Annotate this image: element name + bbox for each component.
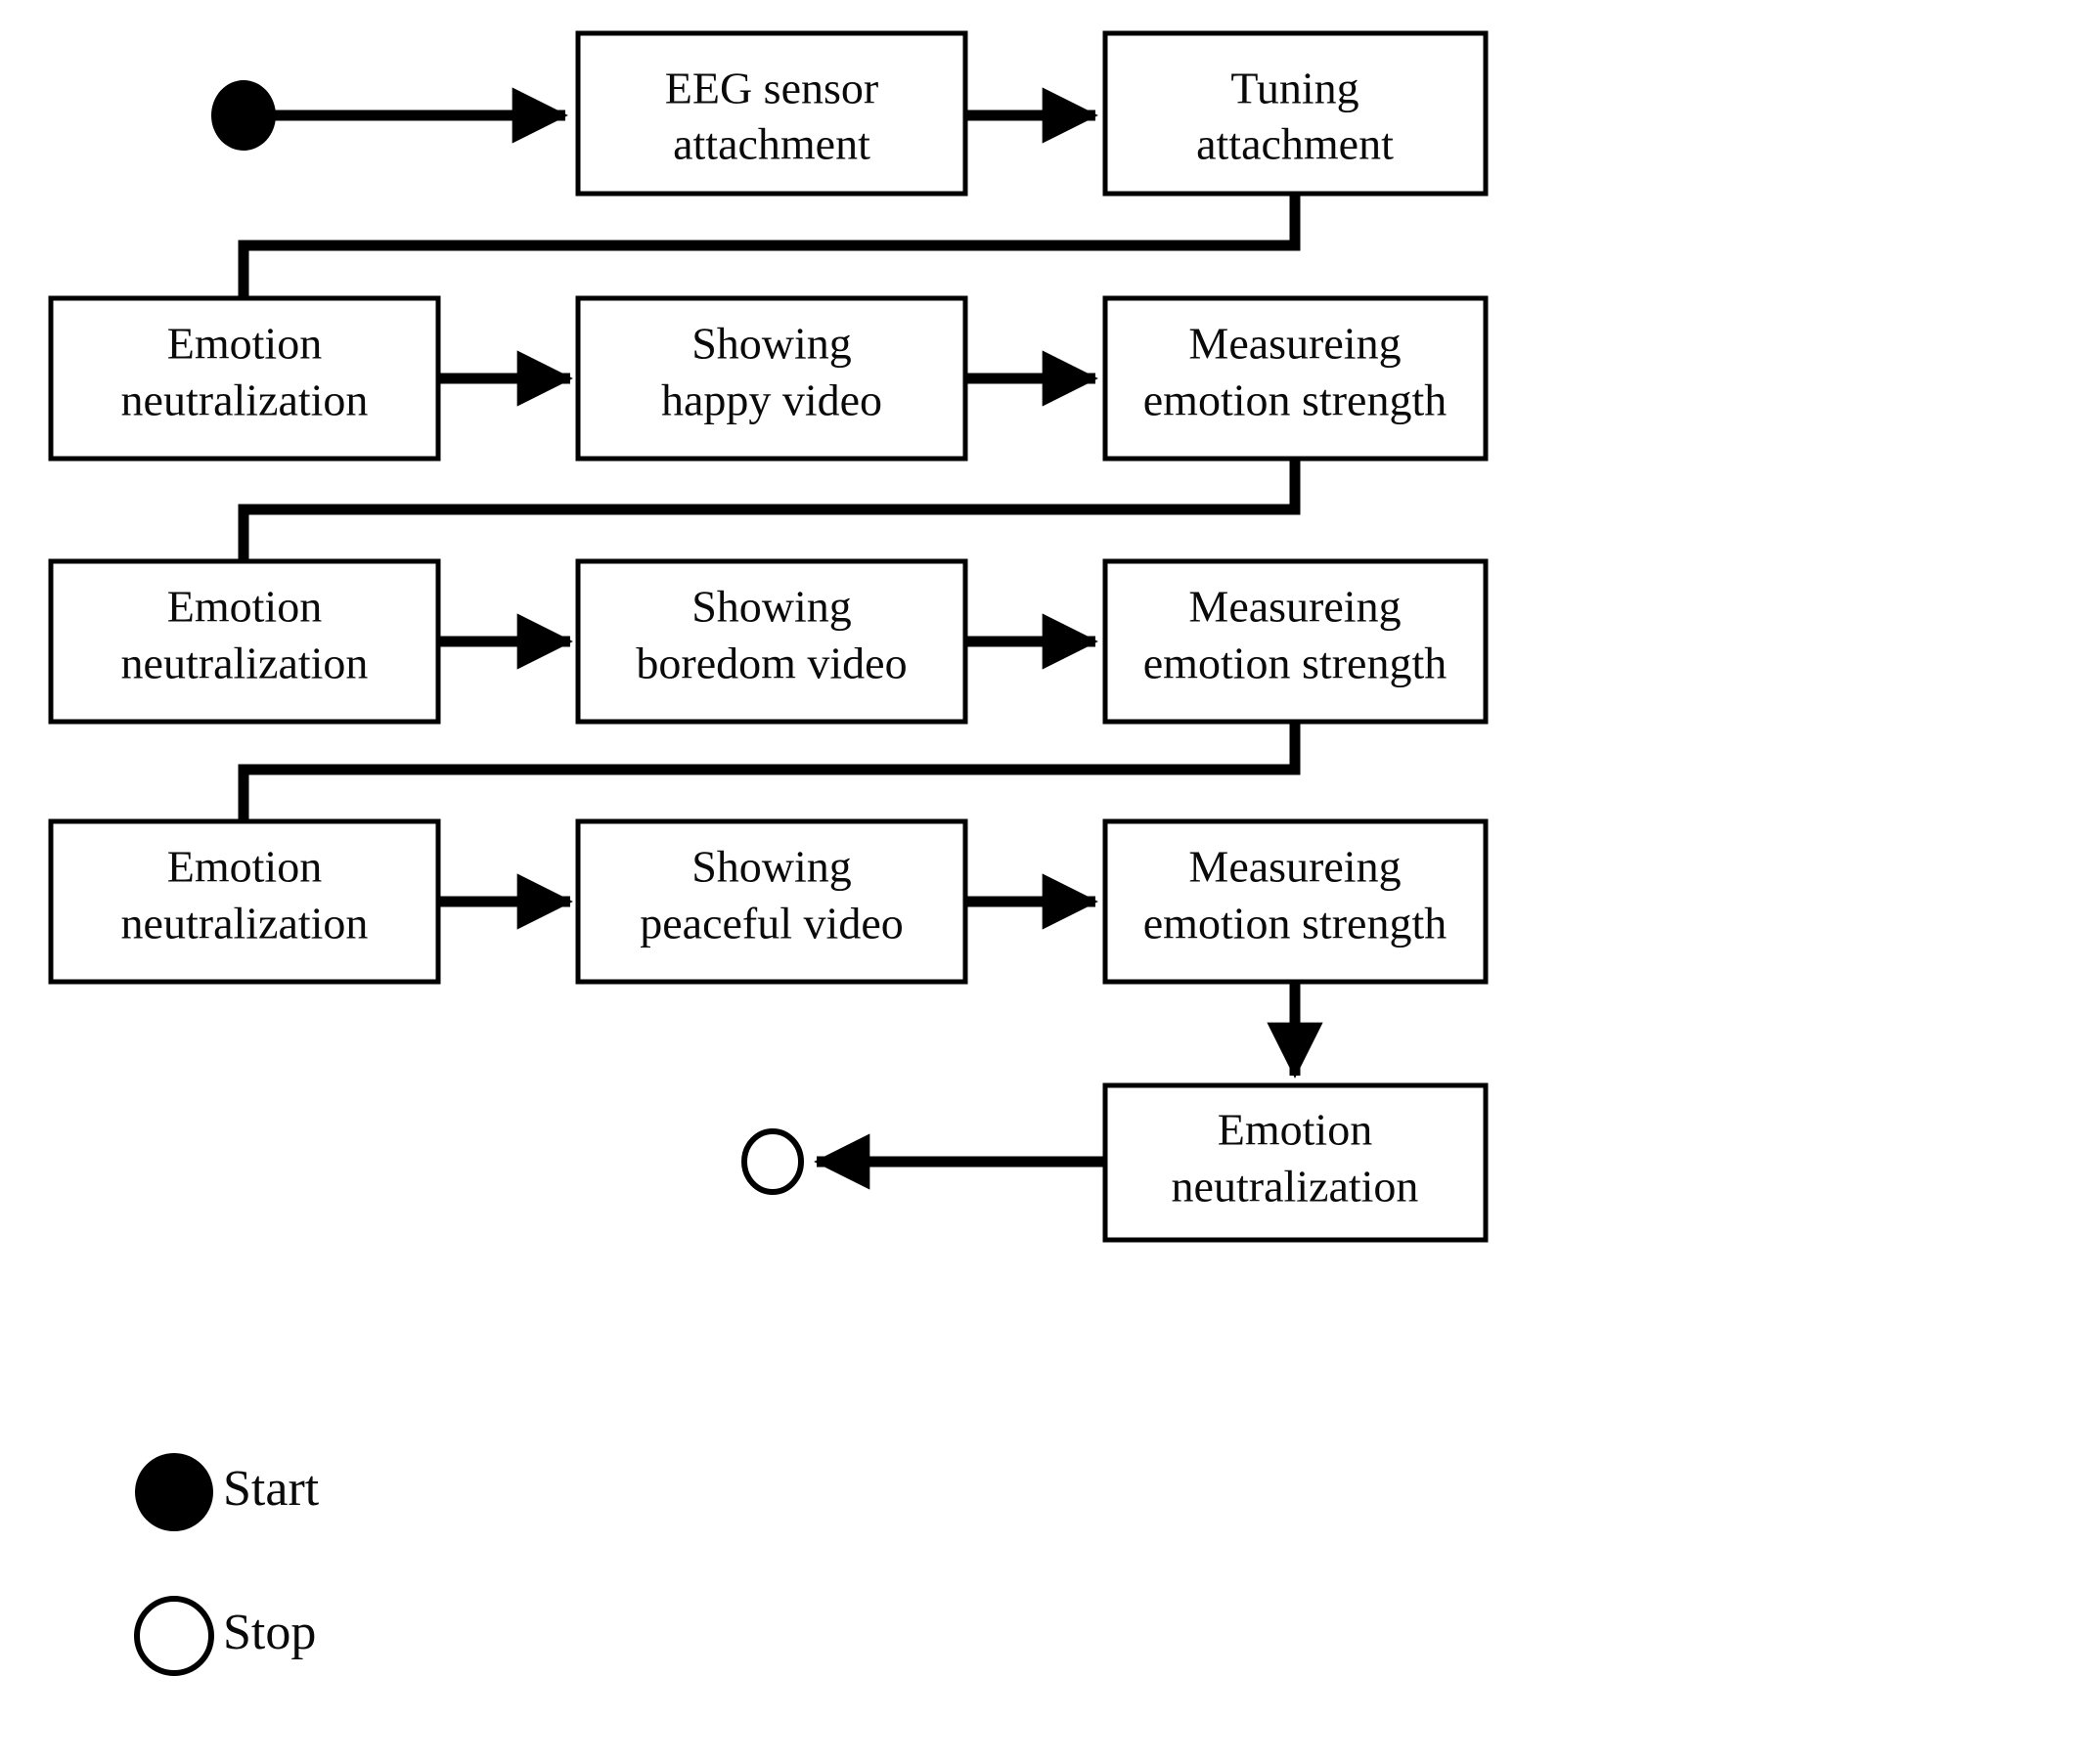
node-emotion-neutralization-1-line1: Emotion bbox=[167, 319, 322, 369]
node-emotion-neutralization-4-line1: Emotion bbox=[1218, 1105, 1372, 1155]
node-emotion-neutralization-2[interactable] bbox=[48, 558, 441, 725]
node-emotion-neutralization-4[interactable] bbox=[1102, 1082, 1489, 1243]
node-tuning-attachment-line2: attachment bbox=[1196, 119, 1394, 169]
node-showing-peaceful-video-line1: Showing bbox=[691, 842, 852, 892]
node-eeg-sensor-attachment[interactable] bbox=[575, 30, 968, 197]
node-tuning-attachment-line1: Tuning bbox=[1230, 64, 1358, 113]
node-showing-happy-video-line2: happy video bbox=[661, 375, 882, 425]
node-emotion-neutralization-1-line2: neutralization bbox=[121, 375, 369, 425]
node-tuning-attachment[interactable] bbox=[1102, 30, 1489, 197]
legend-start-label: Start bbox=[223, 1461, 320, 1517]
legend-stop-icon bbox=[134, 1596, 214, 1676]
node-measureing-emotion-strength-2-line2: emotion strength bbox=[1143, 639, 1447, 688]
node-emotion-neutralization-3-line1: Emotion bbox=[167, 842, 322, 892]
legend-start-icon bbox=[135, 1453, 213, 1531]
node-emotion-neutralization-1[interactable] bbox=[48, 295, 441, 462]
node-showing-boredom-video-line1: Showing bbox=[691, 582, 852, 632]
node-emotion-neutralization-2-line2: neutralization bbox=[121, 639, 369, 688]
node-measureing-emotion-strength-3-line2: emotion strength bbox=[1143, 899, 1447, 948]
node-measureing-emotion-strength-3-line1: Measureing bbox=[1188, 842, 1401, 892]
node-showing-peaceful-video[interactable] bbox=[575, 818, 968, 985]
node-measureing-emotion-strength-3[interactable] bbox=[1102, 818, 1489, 985]
node-measureing-emotion-strength-2-line1: Measureing bbox=[1188, 582, 1401, 632]
legend-stop-label: Stop bbox=[223, 1605, 316, 1660]
stop-node bbox=[741, 1128, 804, 1195]
node-emotion-neutralization-3-line2: neutralization bbox=[121, 899, 369, 948]
node-eeg-sensor-attachment-line1: EEG sensor bbox=[665, 64, 878, 113]
node-emotion-neutralization-3[interactable] bbox=[48, 818, 441, 985]
node-showing-happy-video-line1: Showing bbox=[691, 319, 852, 369]
node-measureing-emotion-strength-1-line2: emotion strength bbox=[1143, 375, 1447, 425]
node-measureing-emotion-strength-1[interactable] bbox=[1102, 295, 1489, 462]
node-measureing-emotion-strength-2[interactable] bbox=[1102, 558, 1489, 725]
node-emotion-neutralization-4-line2: neutralization bbox=[1172, 1162, 1419, 1212]
node-emotion-neutralization-2-line1: Emotion bbox=[167, 582, 322, 632]
node-showing-boredom-video-line2: boredom video bbox=[636, 639, 907, 688]
node-eeg-sensor-attachment-line2: attachment bbox=[673, 119, 870, 169]
node-measureing-emotion-strength-1-line1: Measureing bbox=[1188, 319, 1401, 369]
start-node bbox=[211, 80, 276, 151]
node-showing-happy-video[interactable] bbox=[575, 295, 968, 462]
node-showing-boredom-video[interactable] bbox=[575, 558, 968, 725]
node-showing-peaceful-video-line2: peaceful video bbox=[640, 899, 903, 948]
